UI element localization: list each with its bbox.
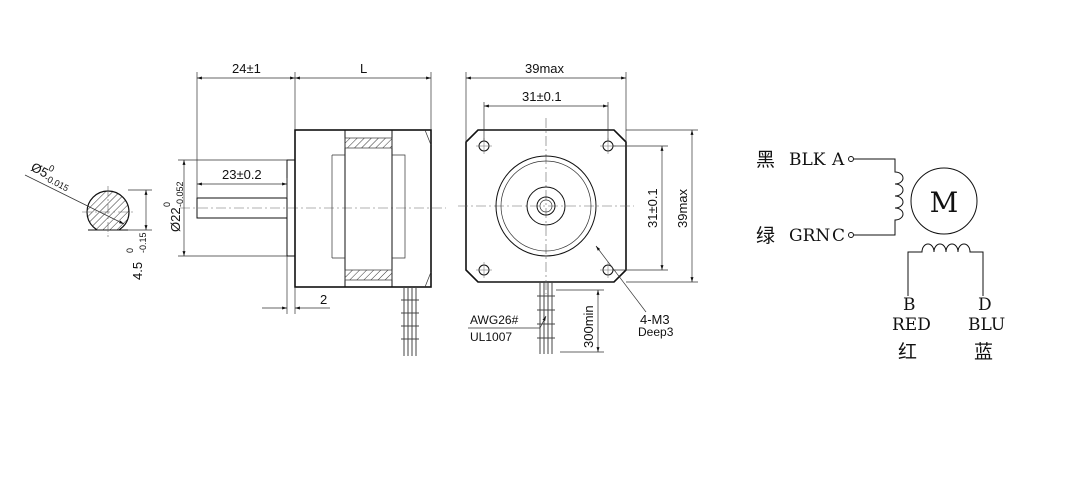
shaft-dia-label: Ø5 xyxy=(29,159,51,180)
wire-c-pin: C xyxy=(832,226,845,246)
wire-d-cn: 蓝 xyxy=(974,341,993,363)
wire-c-cn: 绿 xyxy=(756,225,775,247)
lead-length-label: 300min xyxy=(581,305,596,348)
dim-body-label: L xyxy=(360,61,367,76)
motor-symbol xyxy=(910,167,978,235)
shaft-dia-tol-lower: -0.015 xyxy=(43,173,70,194)
wire-a-cn: 黑 xyxy=(756,149,775,171)
wire-a-pin: A xyxy=(831,150,845,170)
pilot-tol-lower: -0.052 xyxy=(175,181,185,207)
shaft-flat-tol-upper: 0 xyxy=(125,248,135,253)
shaft-flat-label: 4.5 xyxy=(130,262,145,280)
wire-std-label: UL1007 xyxy=(470,330,512,344)
pilot-dia-label: Ø22 xyxy=(168,207,183,232)
screw-depth-label: Deep3 xyxy=(638,325,674,339)
front-view: 39max 31±0.1 31±0.1 39max 4-M3 Deep3 300… xyxy=(458,61,698,354)
dim-width-label: 39max xyxy=(525,61,565,76)
wire-b-pin: B xyxy=(903,295,916,315)
wire-d-pin: D xyxy=(978,295,992,315)
dim-step-label: 2 xyxy=(320,292,327,307)
pilot-tol-upper: 0 xyxy=(162,202,172,207)
dim-holes-label: 31±0.1 xyxy=(522,89,562,104)
dim-height-label: 39max xyxy=(675,188,690,228)
dim-shaft-label: 23±0.2 xyxy=(222,167,262,182)
dim-flange-label: 24±1 xyxy=(232,61,261,76)
motor-symbol-label: M xyxy=(930,186,959,219)
wire-d-color: BLU xyxy=(968,315,1005,335)
wire-b-cn: 红 xyxy=(898,341,917,363)
wire-a-color: BLK xyxy=(789,150,826,170)
shaft-section: Ø5 0 -0.015 4.5 0 -0.15 xyxy=(24,159,152,280)
side-view: 24±1 L 23±0.2 Ø22 0 -0.052 2 xyxy=(162,61,446,356)
wire-c-color: GRN xyxy=(789,226,830,246)
shaft-flat-tol-lower: -0.15 xyxy=(138,232,148,253)
dim-holes-v-label: 31±0.1 xyxy=(645,188,660,228)
shaft-dia-tol-upper: 0 xyxy=(47,163,56,174)
wiring-diagram: 黑 BLK A 绿 GRN C M B RED 红 D BLU 蓝 xyxy=(756,149,1005,363)
wire-gauge-label: AWG26# xyxy=(470,313,519,327)
coil-bd xyxy=(907,243,984,296)
screw-label: 4-M3 xyxy=(640,312,670,327)
wire-b-color: RED xyxy=(892,315,931,335)
coil-ac xyxy=(854,158,904,236)
mounting-holes xyxy=(476,138,616,278)
